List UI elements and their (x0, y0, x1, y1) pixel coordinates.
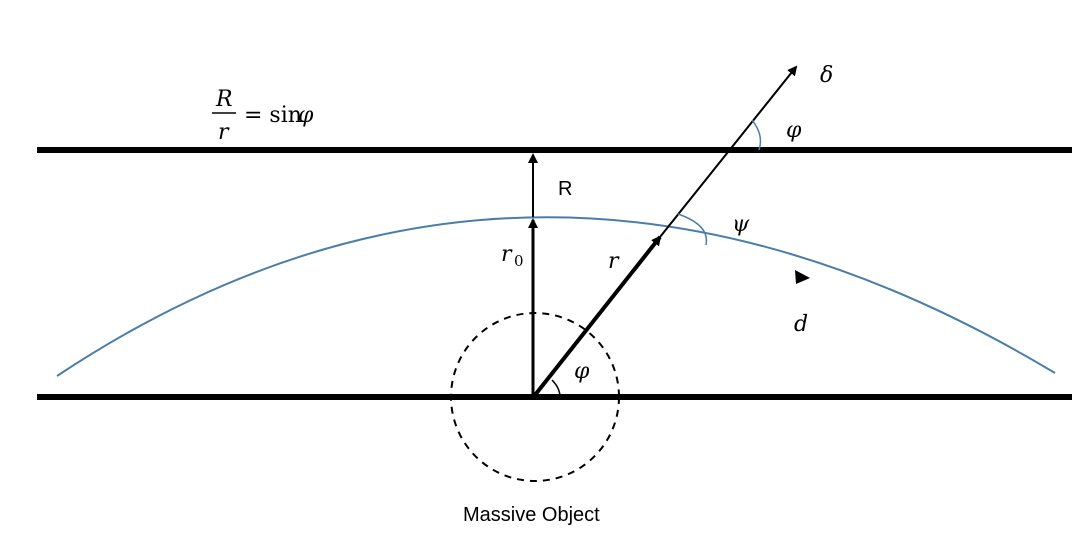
formula-phi: φ (298, 103, 314, 128)
r-label: r (608, 249, 620, 274)
massive-object-caption: Massive Object (463, 504, 600, 526)
formula-denominator: r (218, 120, 230, 145)
curve-direction-arrow (795, 270, 810, 284)
r-vector-arrow (533, 235, 662, 397)
d-label: d (794, 312, 808, 337)
massive-object-circle (450, 312, 620, 482)
formula-equals-sin: = sin (244, 103, 302, 128)
r0-label-main: r (501, 242, 513, 267)
psi-angle-arc (677, 213, 708, 246)
delta-ray-arrow (659, 65, 798, 238)
formula-numerator: R (215, 87, 233, 112)
psi-label: ψ (732, 212, 750, 237)
delta-label: δ (820, 63, 833, 88)
r0-label-subscript: 0 (514, 252, 524, 270)
phi-top-label: φ (786, 118, 802, 143)
phi-top-angle-arc (751, 119, 762, 151)
r0-label: r 0 (501, 242, 524, 270)
formula: R r = sin φ (212, 87, 314, 145)
phi-bottom-angle-arc (551, 379, 561, 398)
light-path-curve (56, 216, 1056, 377)
R-label: R (558, 178, 572, 200)
phi-bottom-label: φ (574, 359, 590, 384)
